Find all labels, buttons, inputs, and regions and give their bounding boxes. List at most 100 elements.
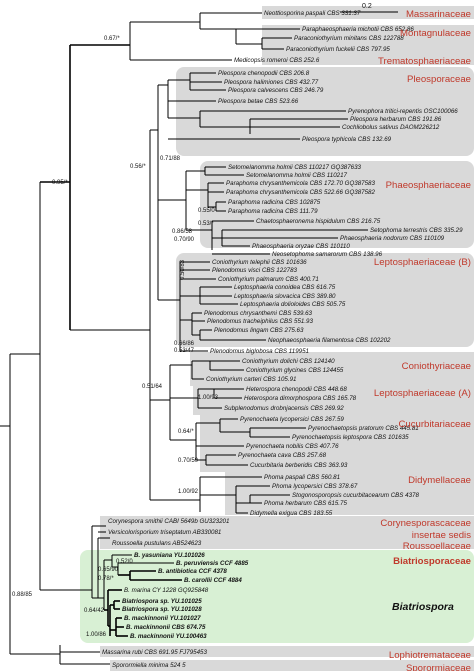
taxon-pleospora-halimiones-cbs-432-77: Pleospora halimiones CBS 432.77: [224, 79, 319, 86]
taxon-plenodomus-lingam-cbs-275-63: Plenodomus lingam CBS 275.63: [214, 327, 304, 334]
family-label-didymellaceae: Didymellaceae: [408, 475, 471, 486]
taxon-phoma-lycopersici-cbs-378-67: Phoma lycopersici CBS 378.67: [272, 483, 358, 490]
taxon-sporormiella-minima-524-5: Sporormiella minima 524 5: [112, 662, 186, 669]
support-value-14: 0.70/50: [178, 458, 199, 464]
taxon-pleospora-betae-cbs-523-66: Pleospora betae CBS 523.66: [218, 98, 299, 105]
support-value-21: 1.00/86: [86, 632, 107, 638]
taxon-plenodomus-biglobosa-cbs-119951: Plenodomus biglobosa CBS 119951: [210, 348, 309, 355]
support-value-9: 0.66/86: [174, 341, 195, 347]
support-value-19: 0.78/*: [98, 576, 114, 582]
box-leptosphaeriaceae-a: [193, 383, 474, 415]
taxon-neophaeosphaeria-filamentosa-cbs-102202: Neophaeosphaeria filamentosa CBS 102202: [268, 337, 391, 344]
taxon-setomelanomma-holmii-cbs-110217-gq387633: Setomelanomma holmii CBS 110217 GQ387633: [228, 164, 362, 171]
support-value-2: 0.56/*: [130, 164, 146, 170]
taxon-biatriospora-sp-yu-101028: Biatriospora sp. YU.101028: [122, 606, 202, 613]
taxon-phoma-herbarum-cbs-615-75: Phoma herbarum CBS 615.75: [264, 500, 347, 507]
taxon-paraphoma-chrysanthemicola-cbs-522-66-gq387582: Paraphoma chrysanthemicola CBS 522.66 GQ…: [226, 189, 375, 196]
support-value-12: 1.00/93: [198, 395, 219, 401]
family-label-phaeosphaeriaceae: Phaeosphaeriaceae: [386, 180, 471, 191]
taxon-heterospora-dimorphospora-cbs-165-78: Heterospora dimorphospora CBS 165.78: [244, 395, 357, 402]
support-value-3: 0.71/88: [160, 156, 181, 162]
taxon-paraconiothyrium-minitans-cbs-122788: Paraconiothyrium minitans CBS 122788: [294, 35, 404, 42]
box-roussoellaceae: [100, 538, 474, 549]
taxon-heterospora-chenopodii-cbs-448-68: Heterospora chenopodii CBS 448.68: [246, 386, 347, 393]
box-cucurbitariaceae: [200, 414, 474, 472]
taxon-chaetosphaeronema-hispidulum-cbs-216-75: Chaetosphaeronema hispidulum CBS 216.75: [256, 218, 381, 225]
taxon-massarina-rubi-cbs-691-95-fj795453: Massarina rubi CBS 691.95 FJ795453: [102, 649, 207, 656]
taxon-leptosphaeria-conoidea-cbs-616-75: Leptosphaeria conoidea CBS 616.75: [234, 284, 336, 291]
support-value-11: 0.51/64: [142, 384, 163, 390]
taxon-versicolorisporium-triseptatum-ab330081: Versicolorisporium triseptatum AB330081: [108, 529, 221, 536]
taxon-medicopsis-romeroi-cbs-252-6: Medicopsis romeroi CBS 252.6: [234, 57, 320, 64]
family-label-cucurbitariaceae: Cucurbitariaceae: [398, 419, 471, 430]
taxon-plenodomus-chrysanthemi-cbs-539-63: Plenodomus chrysanthemi CBS 539.63: [204, 310, 313, 317]
support-value-8: 0.50/83: [180, 259, 186, 280]
support-value-6: 0.86/58: [172, 229, 193, 235]
taxon-plenodomus-tracheiphilus-cbs-551-93: Plenodomus tracheiphilus CBS 551.93: [207, 318, 313, 325]
taxon-phaeosphaeria-oryzae-cbs-110110: Phaeosphaeria oryzae CBS 110110: [252, 243, 350, 250]
family-label-roussoellaceae: Roussoellaceae: [403, 541, 471, 552]
taxon-pyrenophora-tritici-repentis-osc100066: Pyrenophora tritici-repentis OSC100066: [348, 108, 458, 115]
taxon-pyrenochaeta-cava-cbs-257-68: Pyrenochaeta cava CBS 257.68: [238, 452, 327, 459]
support-value-5: 0.53/*: [198, 221, 214, 227]
family-label-lophiotremataceae: Lophiotremataceae: [389, 650, 471, 661]
tree-branches: [0, 12, 368, 665]
taxon-coniothyrium-dolichi-cbs-124140: Coniothyrium dolichi CBS 124140: [242, 358, 335, 365]
box-insertae-sedis: [100, 527, 474, 538]
family-label-biatriosporaceae: Biatriosporaceae: [393, 556, 471, 567]
family-labels: MassarinaceaeMontagnulaceaeTrematosphaer…: [374, 9, 471, 671]
taxon-cochliobolus-sativus-daom226212: Cochliobolus sativus DAOM226212: [342, 124, 440, 131]
box-sporormiaceae: [110, 660, 474, 671]
taxon-roussoella-pustulans-ab524623: Roussoella pustulans AB524623: [112, 540, 202, 547]
taxon-setophoma-terrestris-cbs-335-29: Setophoma terrestris CBS 335.29: [370, 227, 463, 234]
taxon-leptosphaeria-slovacica-cbs-389-80: Leptosphaeria slovacica CBS 389.80: [234, 293, 336, 300]
support-value-4: 0.55/0: [198, 208, 215, 214]
box-lophiotremataceae: [100, 646, 474, 657]
taxon-phaeosphaeria-nodorum-cbs-110109: Phaeosphaeria nodorum CBS 110109: [340, 235, 445, 242]
taxon-phoma-paspali-cbs-560-81: Phoma paspali CBS 560.81: [264, 474, 340, 481]
taxon-paraphoma-radicina-cbs-111-79: Paraphoma radicina CBS 111.79: [228, 208, 318, 215]
box-corynesporascaceae: [100, 516, 474, 527]
taxon-b-mackinnonii-cbs-674-75: B. mackinnonii CBS 674.75: [126, 624, 206, 631]
scale-bar: 0.2: [340, 3, 398, 13]
box-biatriosporaceae: [80, 550, 474, 643]
taxon-pleospora-chenopodii-cbs-206-8: Pleospora chenopodii CBS 206.8: [218, 70, 310, 77]
family-label-montagnulaceae: Montagnulaceae: [400, 28, 471, 39]
scale-bar-label: 0.2: [362, 3, 372, 10]
taxon-didymella-exigua-cbs-183-55: Didymella exigua CBS 183.55: [250, 510, 333, 517]
taxon-paraphoma-radicina-cbs-102875: Paraphoma radicina CBS 102875: [228, 199, 321, 206]
support-value-0: 0.67/*: [104, 36, 120, 42]
family-label-massarinaceae: Massarinaceae: [406, 9, 471, 20]
taxon-pyrenochaeta-nobilis-cbs-407-76: Pyrenochaeta nobilis CBS 407.76: [246, 443, 339, 450]
taxon-stogonosporopsis-cucurbitacearum-cbs-4378: Stogonosporopsis cucurbitacearum CBS 437…: [292, 492, 419, 499]
taxon-b-carollii-ccf-4884: B. carollii CCF 4884: [184, 577, 242, 584]
taxon-b-marina-cy-1228-gq925848: B. marina CY 1228 GQ925848: [124, 587, 209, 594]
box-trematosphaeriaceae: [262, 55, 474, 65]
support-value-16: 0.88/85: [12, 592, 33, 598]
support-value-17: 0.52/0: [116, 559, 133, 565]
taxon-b-antibiotica-ccf-4378: B. antibiotica CCF 4378: [158, 568, 227, 575]
taxon-neosetophoma-samarorum-cbs-138-96: Neosetophoma samarorum CBS 138.96: [272, 251, 383, 258]
taxon-coniothyrium-telephii-cbs-101636: Coniothyrium telephii CBS 101636: [212, 259, 307, 266]
taxon-paraphoma-chrysanthemicola-cbs-172-70-gq387583: Paraphoma chrysanthemicola CBS 172.70 GQ…: [226, 180, 375, 187]
support-value-1: 0.95/*: [52, 180, 68, 186]
family-label-coniothyriaceae: Coniothyriaceae: [402, 361, 471, 372]
family-label-insertae-sedis: insertae sedis: [412, 530, 471, 541]
box-leptosphaeriaceae-b: [176, 253, 474, 347]
taxon-paraphaeosphaeria-michotii-cbs-652-86: Paraphaeosphaeria michotii CBS 652.86: [302, 26, 414, 33]
family-label-leptosphaeriaceae-b: Leptosphaeriaceae (B): [374, 257, 471, 268]
taxon-plenodomus-visci-cbs-122783: Plenodomus visci CBS 122783: [212, 267, 298, 274]
box-montagnulaceae: [262, 25, 474, 56]
family-label-trematosphaeriaceae: Trematosphaeriaceae: [378, 56, 471, 67]
support-value-13: 0.64/*: [178, 429, 194, 435]
taxon-b-peruviensis-ccf-4885: B. peruviensis CCF 4885: [176, 560, 249, 567]
support-value-20: 0.64/42: [84, 608, 105, 614]
taxon-b-mackinnonii-yu-100463: B. mackinnonii YU.100463: [130, 633, 207, 640]
box-phaeosphaeriaceae: [200, 161, 474, 248]
taxon-leptosphaeria-dolioloides-cbs-505-75: Leptosphaeria dolioloides CBS 505.75: [240, 301, 346, 308]
taxon-coniothyrium-palmarum-cbs-400-71: Coniothyrium palmarum CBS 400.71: [218, 276, 319, 283]
taxon-b-mackinnonii-yu-101027: B. mackinnonii YU.101027: [124, 615, 201, 622]
taxon-corynespora-smithii-cabi-5649b-gu323201: Corynespora smithii CABI 5649b GU323201: [108, 518, 229, 525]
taxon-coniothyrium-glycines-cbs-124455: Coniothyrium glycines CBS 124455: [246, 367, 344, 374]
box-coniothyriaceae: [190, 352, 474, 386]
